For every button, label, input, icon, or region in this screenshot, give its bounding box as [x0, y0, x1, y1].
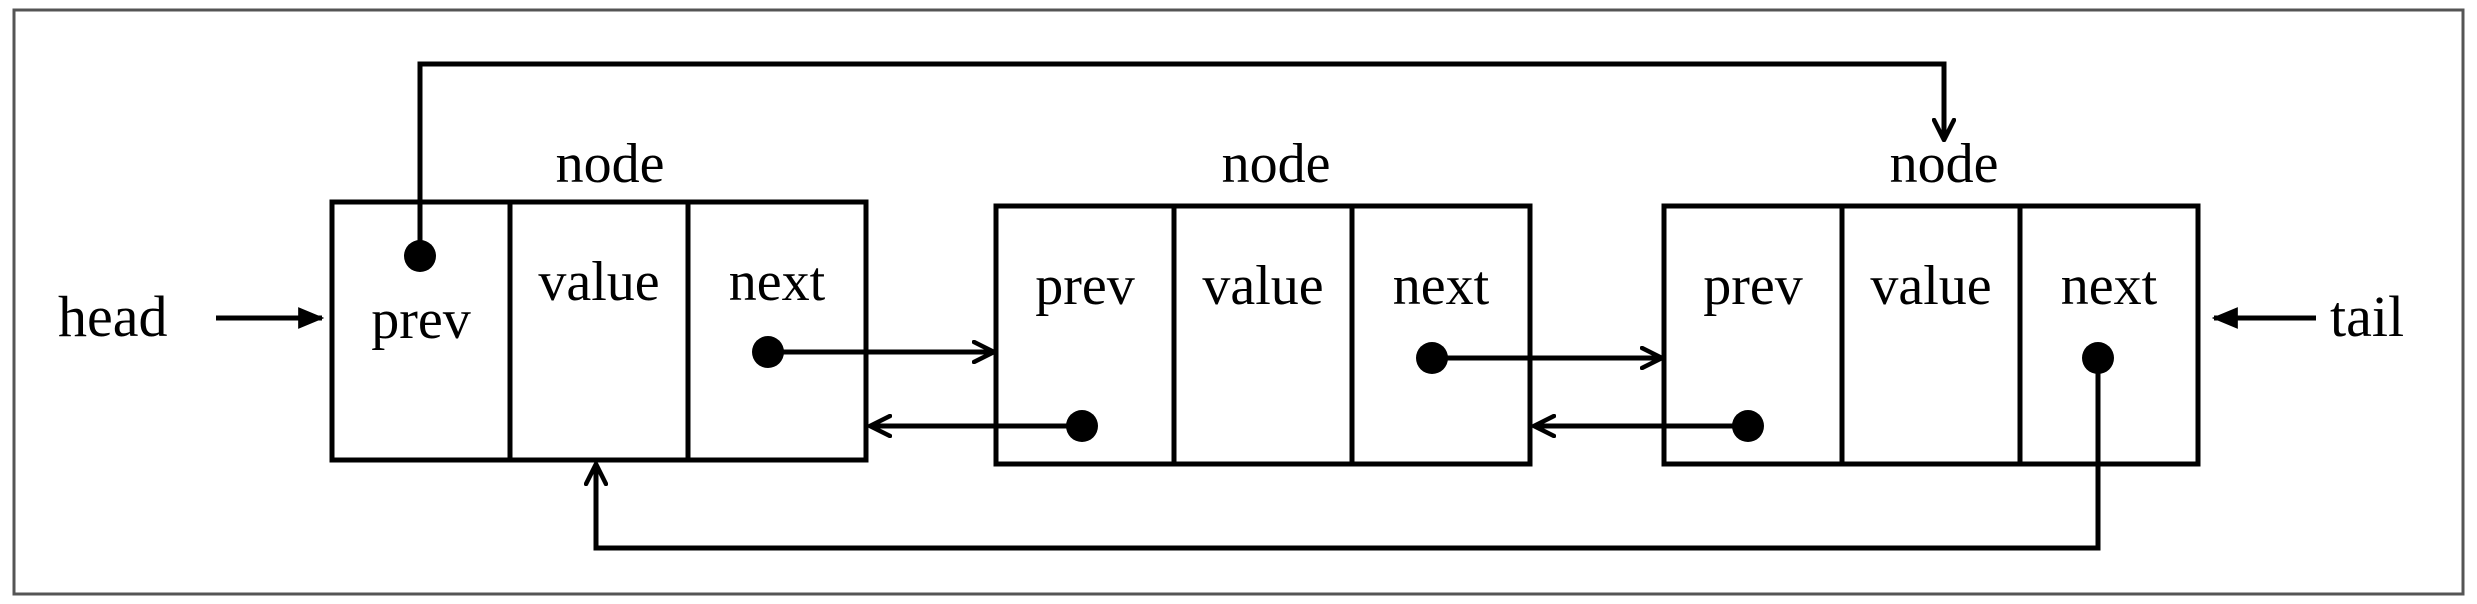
- node-1-next-field: next: [729, 251, 826, 313]
- node-3-box: [1661, 203, 2201, 467]
- node-3: node prev value next: [1661, 133, 2201, 467]
- node-3-prev-field: prev: [1703, 255, 1803, 317]
- node-1-prev-to-node-3-arrow: [417, 61, 1944, 256]
- node-3-value-field: value: [1870, 255, 1991, 317]
- node-1-box: [329, 199, 869, 463]
- node-2-prev-field: prev: [1035, 255, 1135, 317]
- node-1: node prev value next: [329, 133, 869, 463]
- node-2-value-field: value: [1202, 255, 1323, 317]
- node-3-title: node: [1890, 133, 1999, 195]
- node-2-box: [993, 203, 1533, 467]
- node-1-value-field: value: [538, 251, 659, 313]
- diagram-frame: [12, 8, 2465, 596]
- tail-label: tail: [2330, 284, 2404, 349]
- node-2: node prev value next: [993, 133, 1533, 467]
- node-3-next-to-node-1-arrow: [596, 358, 2101, 551]
- node-1-prev-field: prev: [371, 289, 471, 351]
- node-2-next-field: next: [1393, 255, 1490, 317]
- node-3-next-field: next: [2061, 255, 2158, 317]
- head-label: head: [58, 284, 168, 349]
- node-2-title: node: [1222, 133, 1331, 195]
- node-1-title: node: [556, 133, 665, 195]
